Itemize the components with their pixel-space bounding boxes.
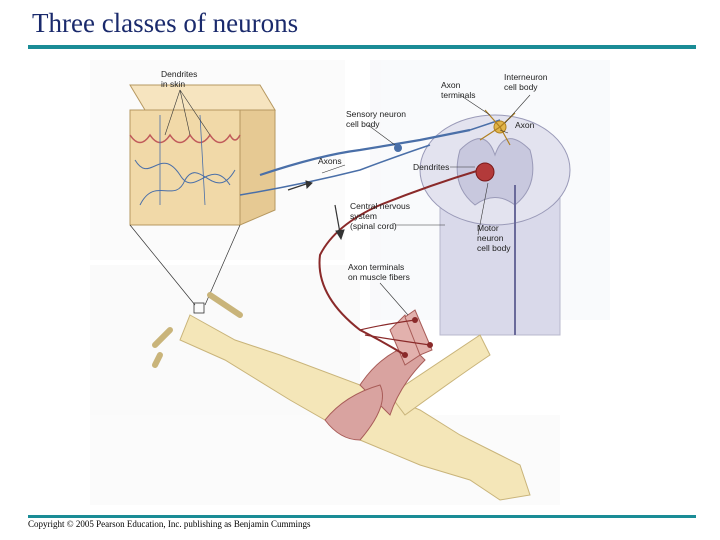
label-dendrites: Dendrites (413, 162, 449, 172)
label-motor-neuron-line2: neuron (477, 233, 504, 243)
label-cns-line3: (spinal cord) (350, 221, 397, 231)
label-cns-line1: Central nervous (350, 201, 410, 211)
label-muscle-terminals-line1: Axon terminals (348, 262, 404, 272)
diagram-labels: Dendrites in skin Sensory neuron cell bo… (161, 69, 548, 282)
label-dendrites-skin-line2: in skin (161, 79, 185, 89)
interneuron (479, 109, 516, 146)
skin-block (129, 84, 276, 226)
label-axon-terminals-line2: terminals (441, 90, 475, 100)
motor-neuron (318, 162, 495, 358)
arm-muscles (324, 309, 433, 441)
label-muscle-terminals-line2: on muscle fibers (348, 272, 410, 282)
label-cns-line2: system (350, 211, 377, 221)
slide-title: Three classes of neurons (32, 8, 299, 38)
neuron-diagram: Dendrites in skin Sensory neuron cell bo… (60, 55, 620, 510)
label-axons: Axons (318, 156, 342, 166)
label-interneuron-line1: Interneuron (504, 72, 548, 82)
footer-divider (28, 515, 696, 518)
title-divider (28, 45, 696, 49)
label-motor-neuron-line1: Motor (477, 223, 499, 233)
label-sensory-neuron-line1: Sensory neuron (346, 109, 406, 119)
label-axon-terminals-line1: Axon (441, 80, 461, 90)
label-axon: Axon (515, 120, 535, 130)
label-interneuron-line2: cell body (504, 82, 538, 92)
copyright-notice: Copyright © 2005 Pearson Education, Inc.… (28, 519, 311, 529)
spinal-cord (419, 114, 571, 336)
signal-arrows (287, 180, 345, 241)
label-dendrites-skin-line1: Dendrites (161, 69, 197, 79)
neuron-diagram-svg: Dendrites in skin Sensory neuron cell bo… (90, 60, 610, 505)
label-motor-neuron-line3: cell body (477, 243, 511, 253)
leader-lines (164, 89, 531, 316)
sensory-neuron (239, 119, 501, 196)
zoom-lines (129, 224, 241, 314)
label-sensory-neuron-line2: cell body (346, 119, 380, 129)
